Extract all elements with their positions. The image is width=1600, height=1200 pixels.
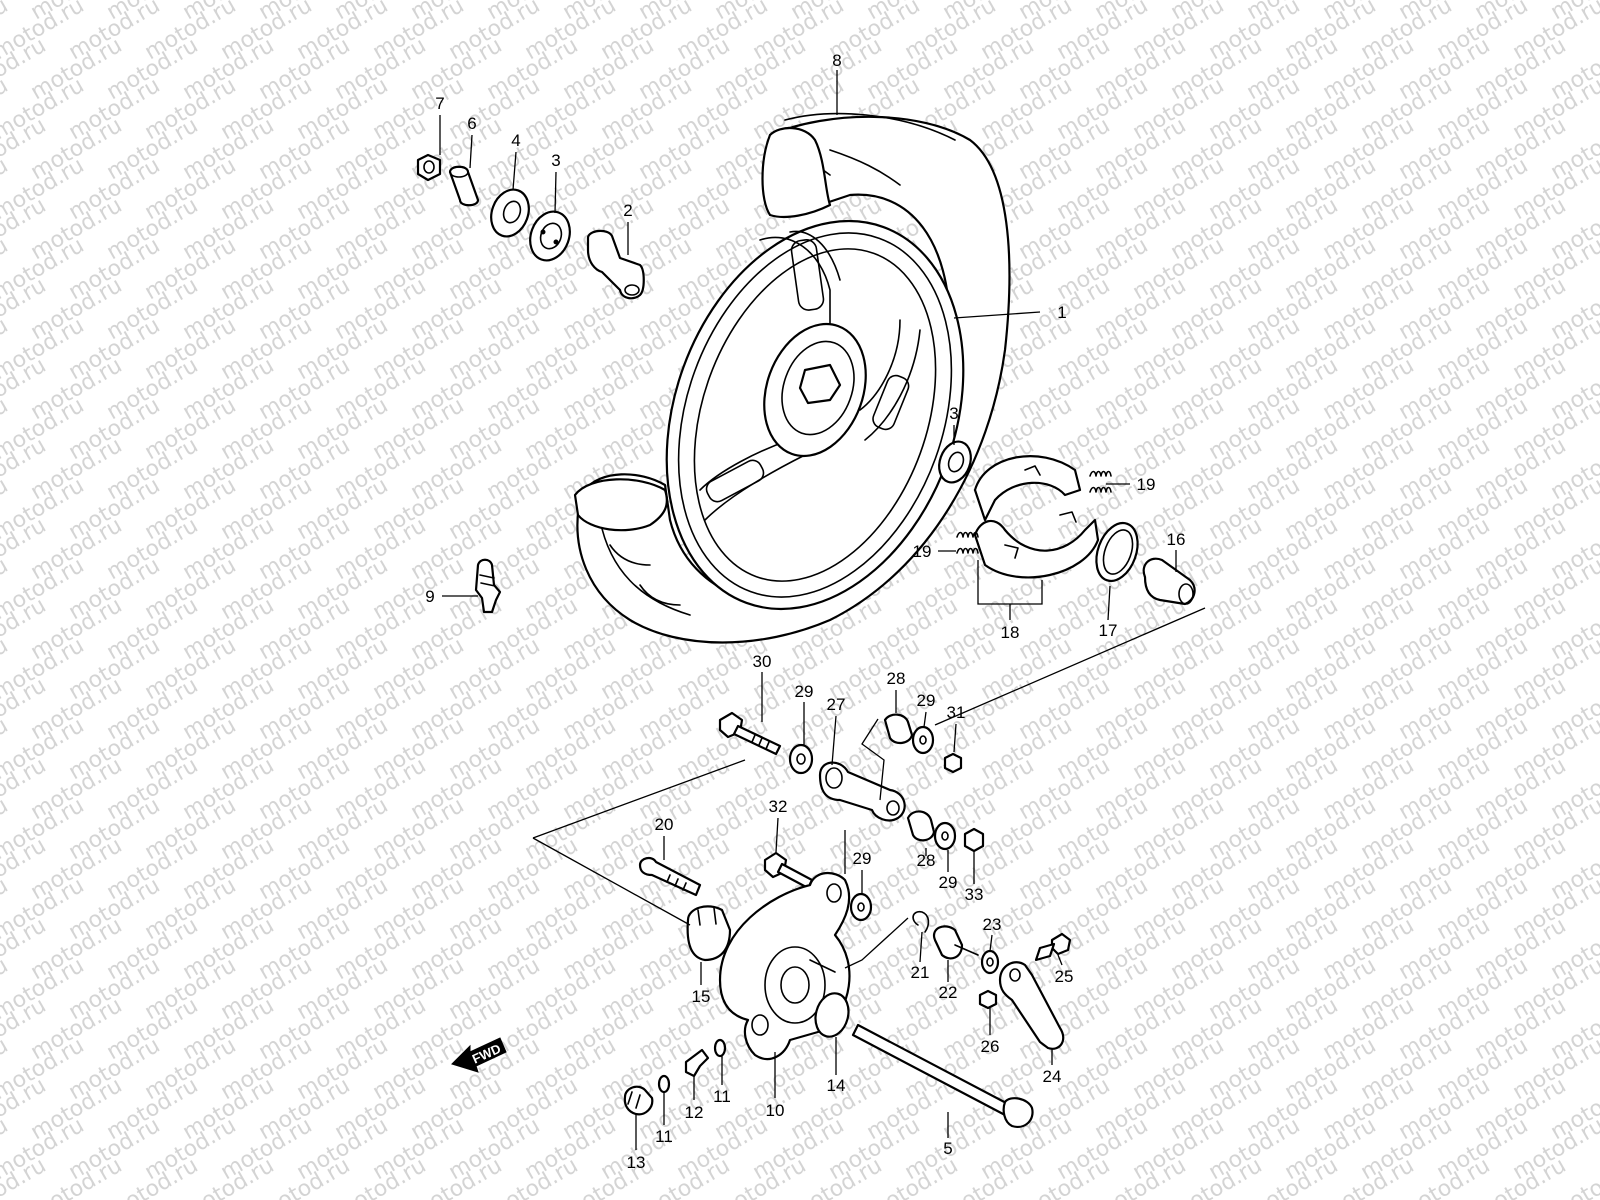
leader-lines (439, 70, 1206, 1150)
callout-29-c: 29 (939, 873, 958, 892)
part-29-washer-c (933, 821, 957, 851)
part-29-washer-a (788, 743, 814, 775)
part-17-seal (1095, 521, 1139, 583)
part-3-bearing-top (529, 210, 571, 262)
part-14-collar (814, 992, 850, 1038)
callout-29-d: 29 (853, 849, 872, 868)
part-2-collar (586, 229, 645, 300)
part-15-cover (686, 905, 732, 962)
callout-27: 27 (827, 695, 846, 714)
callout-19-lower: 19 (913, 542, 932, 561)
callout-28-a: 28 (887, 669, 906, 688)
callout-25: 25 (1055, 967, 1074, 986)
callout-2: 2 (623, 201, 632, 220)
part-9-valve (474, 558, 502, 614)
callout-16: 16 (1167, 530, 1186, 549)
callout-5: 5 (943, 1139, 952, 1158)
part-33-nut (963, 827, 985, 853)
part-16-spacer (1142, 557, 1196, 606)
brake-parts (956, 455, 1196, 606)
callout-7: 7 (435, 94, 444, 113)
part-3-bearing-lower (938, 440, 972, 484)
part-21-clip (912, 910, 930, 933)
part-11-washer-b (657, 1074, 671, 1094)
wheel-assembly (573, 112, 1011, 644)
callout-9: 9 (425, 587, 434, 606)
callout-29-a: 29 (795, 682, 814, 701)
part-29-washer-b (911, 725, 935, 755)
part-30-bolt (718, 711, 782, 756)
part-13-sensor (623, 1085, 654, 1116)
callout-13: 13 (627, 1153, 646, 1172)
callout-28-b: 28 (917, 851, 936, 870)
callout-3-top: 3 (551, 151, 560, 170)
callout-11-a: 11 (713, 1087, 731, 1106)
part-5-axle (851, 1023, 1034, 1128)
part-19-spring-lower (956, 531, 979, 554)
part-4-bearing (490, 188, 530, 238)
part-12-lever (684, 1048, 710, 1078)
callout-24: 24 (1043, 1067, 1062, 1086)
rim (665, 219, 965, 611)
callout-29-b: 29 (917, 691, 936, 710)
callout-31: 31 (947, 703, 966, 722)
part-24-brake-arm (998, 961, 1065, 1050)
callout-15: 15 (692, 987, 711, 1006)
callout-33: 33 (965, 885, 984, 904)
part-32-bolt (763, 851, 814, 890)
part-19-spring-upper (1089, 470, 1112, 493)
part-26-nut (978, 989, 998, 1010)
part-20-cable-adjuster (638, 856, 702, 897)
callout-20: 20 (655, 815, 674, 834)
callout-30: 30 (753, 652, 772, 671)
part-29-washer-d (849, 892, 873, 922)
part-25-bolt (1034, 932, 1072, 962)
part-18-brake-shoes (973, 455, 1100, 579)
callout-labels: 1 2 3 3 4 5 6 7 8 9 10 11 11 12 13 14 15… (425, 51, 1185, 1172)
part-28-bushing-a (883, 713, 914, 745)
part-28-bushing-b (906, 810, 936, 842)
callout-32: 32 (769, 797, 788, 816)
part-22-cam (932, 925, 979, 960)
brake-panel-parts (623, 856, 1072, 1128)
callout-8: 8 (832, 51, 841, 70)
callout-3-lower: 3 (949, 404, 958, 423)
callout-4: 4 (511, 131, 520, 150)
link-parts (718, 711, 985, 890)
callout-12: 12 (685, 1103, 704, 1122)
callout-26: 26 (981, 1037, 1000, 1056)
callout-22: 22 (939, 983, 958, 1002)
callout-1: 1 (1057, 303, 1066, 322)
part-7-nut (416, 153, 442, 182)
part-6-spacer (448, 165, 480, 207)
callout-19-upper: 19 (1137, 475, 1156, 494)
callout-10: 10 (766, 1101, 785, 1120)
part-11-washer-a (713, 1038, 727, 1058)
callout-14: 14 (827, 1076, 846, 1095)
part-23-washer (980, 949, 1000, 975)
callout-21: 21 (911, 963, 930, 982)
part-27-link (818, 761, 906, 822)
callout-17: 17 (1099, 621, 1118, 640)
callout-18: 18 (1001, 623, 1020, 642)
callout-11-b: 11 (655, 1127, 673, 1146)
hub-parts (416, 153, 972, 484)
part-31-nut (943, 752, 963, 774)
callout-6: 6 (467, 114, 476, 133)
callout-23: 23 (983, 915, 1002, 934)
